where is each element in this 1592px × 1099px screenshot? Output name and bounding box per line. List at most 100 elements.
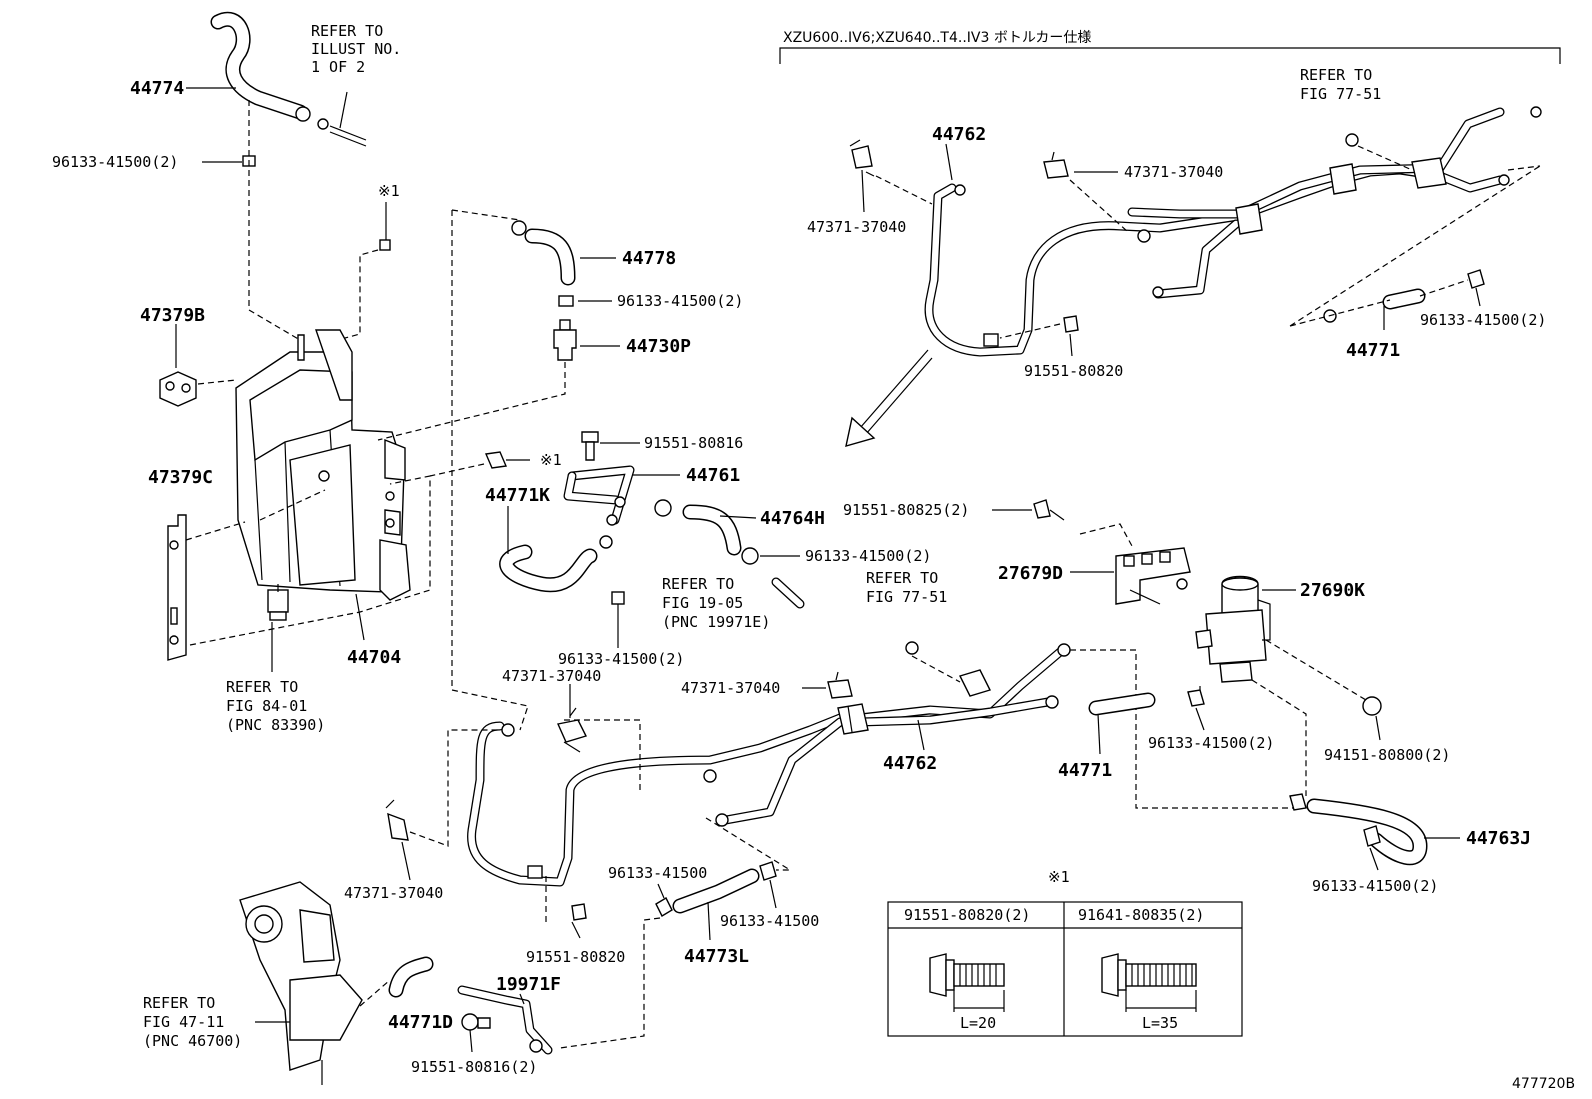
label-94151: 94151-80800(2) (1324, 746, 1450, 764)
mark-note1-table: ※1 (1048, 868, 1070, 886)
label-96133-mid: 96133-41500(2) (558, 650, 684, 668)
vsv-fitting-top-r (1043, 151, 1069, 179)
sensor-83390 (267, 584, 289, 621)
ref-illust-line1: REFER TO (311, 22, 383, 40)
hose-44771-top (1323, 269, 1485, 323)
nut-94151-80800 (1362, 696, 1382, 716)
mark-note1-b: ※1 (540, 451, 562, 469)
vsv-fitting-mid (557, 707, 587, 753)
grommet-47379B (159, 371, 197, 407)
label-96133-low1: 96133-41500 (608, 864, 707, 882)
label-47379C: 47379C (148, 467, 213, 488)
throttle-body-46700 (239, 881, 363, 1085)
vsv-fitting-mid2 (827, 671, 853, 699)
valve-44730P (553, 319, 577, 361)
ref-fig1905-line3: (PNC 19971E) (662, 613, 770, 631)
bolt-l35-icon (1101, 953, 1197, 997)
bracket-47379C (167, 514, 187, 661)
bolt-table: 91551-80820(2) 91641-80835(2) L=20 L=35 (887, 901, 1243, 1037)
bolt-note1-mid (484, 451, 530, 469)
label-44762-top: 44762 (932, 124, 986, 145)
ref-fig1905-line1: REFER TO (662, 575, 734, 593)
label-91551-80820-low: 91551-80820 (526, 948, 625, 966)
label-47371-mid2: 47371-37040 (681, 679, 780, 697)
label-91551-80816-2: 91551-80816(2) (411, 1058, 537, 1076)
bolt-l20-icon (929, 953, 1005, 997)
ref-fig8401-line2: FIG 84-01 (226, 697, 307, 715)
vsv-fitting-top-l (849, 139, 875, 177)
label-19971F: 19971F (496, 974, 561, 995)
variant-bracket: XZU600..IV6;XZU640..T4..IV3 ボトルカー仕様 (779, 30, 1561, 64)
label-44778: 44778 (622, 248, 676, 269)
ref-fig7751-mid-line1: REFER TO (866, 569, 938, 587)
clamp-mid (611, 591, 625, 605)
hose-44771-mid (1088, 689, 1205, 716)
ref-fig8401-line3: (PNC 83390) (226, 716, 325, 734)
hose-44773L (655, 861, 777, 917)
label-91551-80816: 91551-80816 (644, 434, 743, 452)
label-47379B: 47379B (140, 305, 205, 326)
label-47371-mid: 47371-37040 (502, 667, 601, 685)
pipe-44762-main (467, 643, 1071, 887)
label-47371-low: 47371-37040 (344, 884, 443, 902)
label-96133-44763: 96133-41500(2) (1312, 877, 1438, 895)
label-44761: 44761 (686, 465, 740, 486)
table-col2-length: L=35 (1142, 1014, 1178, 1032)
label-96133-44778: 96133-41500(2) (617, 292, 743, 310)
hose-44771D (388, 956, 434, 998)
hose-44764H (654, 499, 759, 565)
label-91551-80825: 91551-80825(2) (843, 501, 969, 519)
label-44762-mid: 44762 (883, 753, 937, 774)
label-44704: 44704 (347, 647, 401, 668)
mark-note1-a: ※1 (378, 182, 400, 200)
label-44771-mid: 44771 (1058, 760, 1112, 781)
ref-fig4711-line1: REFER TO (143, 994, 215, 1012)
label-47371-top-r: 47371-37040 (1124, 163, 1223, 181)
bolt-91551-80816 (581, 431, 599, 461)
valve-27690K (1176, 575, 1271, 683)
label-44773L: 44773L (684, 946, 749, 967)
canister-44704 (235, 329, 411, 601)
bolt-91551-80820-low (571, 903, 587, 921)
label-96133-low2: 96133-41500 (720, 912, 819, 930)
bolt-91551-80820-top (1063, 315, 1079, 333)
table-col1-header: 91551-80820(2) (904, 906, 1030, 924)
label-96133-valve: 96133-41500(2) (1148, 734, 1274, 752)
bracket-27679D (1115, 547, 1191, 605)
direction-arrow (845, 349, 933, 447)
label-44771-top: 44771 (1346, 340, 1400, 361)
label-47371-top-l: 47371-37040 (807, 218, 906, 236)
label-44730P: 44730P (626, 336, 691, 357)
label-44771D: 44771D (388, 1012, 453, 1033)
label-96133-top-r: 96133-41500(2) (1420, 311, 1546, 329)
ref-fig4711-line2: FIG 47-11 (143, 1013, 224, 1031)
bolt-91551-80825 (1033, 499, 1065, 521)
label-96133-44764: 96133-41500(2) (805, 547, 931, 565)
label-27679D: 27679D (998, 563, 1063, 584)
label-44774: 44774 (130, 78, 184, 99)
ref-fig7751-mid-line2: FIG 77-51 (866, 588, 947, 606)
hose-44763J (1289, 793, 1428, 866)
pipe-19971F (457, 985, 553, 1055)
hose-44771K (499, 535, 613, 593)
ref-illust-line3: 1 OF 2 (311, 58, 365, 76)
ref-fig4711-line3: (PNC 46700) (143, 1032, 242, 1050)
ref-fig1905-line2: FIG 19-05 (662, 594, 743, 612)
pipe-44762-top (924, 106, 1542, 357)
figure-id: 477720B (1512, 1076, 1575, 1092)
label-27690K: 27690K (1300, 580, 1365, 601)
pipe-44761 (563, 465, 635, 526)
hose-44778 (511, 220, 576, 286)
label-44764H: 44764H (760, 508, 825, 529)
bolt-91551-80816-2 (461, 1013, 491, 1031)
table-col1-length: L=20 (960, 1014, 996, 1032)
table-col2-header: 91641-80835(2) (1078, 906, 1204, 924)
pipe-19971E (771, 577, 805, 609)
label-44771K: 44771K (485, 485, 550, 506)
ref-fig7751-top-line2: FIG 77-51 (1300, 85, 1381, 103)
ref-fig7751-top-line1: REFER TO (1300, 66, 1372, 84)
variant-header: XZU600..IV6;XZU640..T4..IV3 ボトルカー仕様 (783, 30, 1091, 46)
label-96133-top: 96133-41500(2) (52, 153, 178, 171)
vsv-fitting-low (385, 799, 409, 841)
